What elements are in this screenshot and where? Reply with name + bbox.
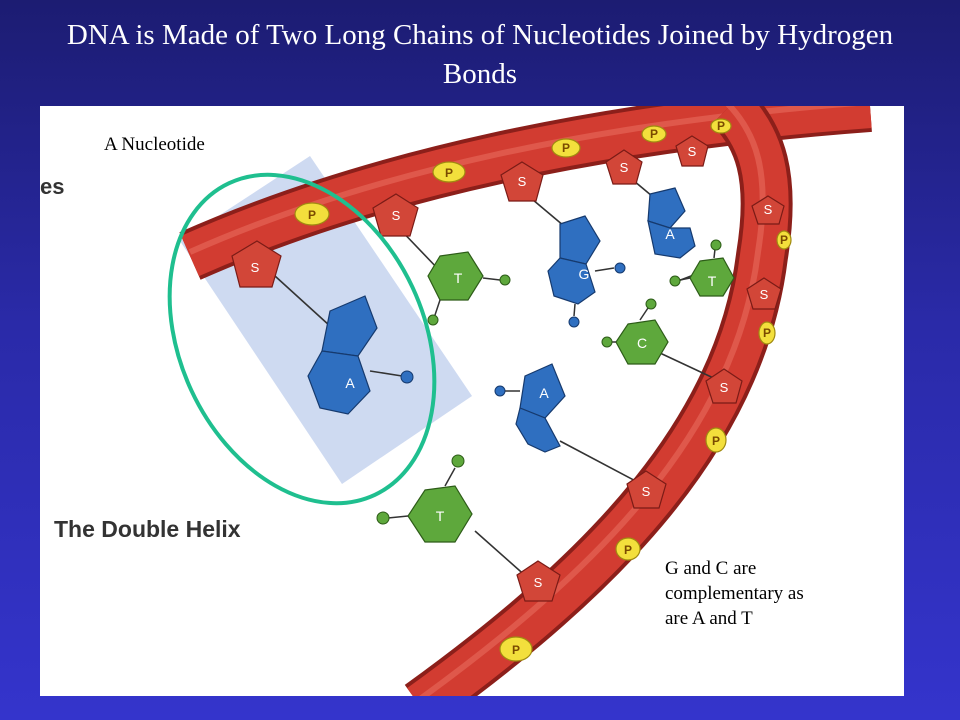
sugar-groups xyxy=(231,135,785,602)
phosphate-6 xyxy=(776,230,792,250)
sugar-3 xyxy=(500,161,544,202)
adenine-base-3 xyxy=(494,363,566,453)
sugar-letter-9: S xyxy=(642,484,651,499)
sugar-10 xyxy=(516,560,561,602)
phosphate-letter-7: P xyxy=(763,326,771,340)
sugar-letter-4: S xyxy=(620,160,629,175)
base-letters: A T G A T C A T xyxy=(345,226,716,524)
thymine-base-3 xyxy=(376,454,473,543)
phosphate-letter-2: P xyxy=(445,166,453,180)
adenine-base-highlighted xyxy=(307,295,414,415)
guanine-base xyxy=(547,215,626,328)
cytosine-base xyxy=(601,298,669,365)
dna-diagram-panel: S S S S S S S S S S P P P xyxy=(40,106,904,696)
thymine-base-1 xyxy=(427,251,511,326)
sugar-6 xyxy=(751,195,785,225)
sugar-2 xyxy=(372,193,419,237)
sugar-letter-1: S xyxy=(251,260,260,275)
sugar-1 xyxy=(231,240,282,288)
phosphate-8 xyxy=(705,427,727,453)
sugar-letter-6: S xyxy=(764,202,773,217)
phosphate-letter-6: P xyxy=(780,233,788,247)
phosphate-letters: P P P P P P P P P P xyxy=(308,119,788,657)
sugar-letters: S S S S S S S S S S xyxy=(251,144,773,590)
nucleotide-label: A Nucleotide xyxy=(104,134,205,155)
phosphate-1 xyxy=(294,202,330,226)
guanine-letter-1: G xyxy=(579,266,590,282)
thymine-base-2 xyxy=(669,239,735,297)
phosphate-letter-4: P xyxy=(650,127,658,141)
thymine-letter-3: T xyxy=(436,508,445,524)
phosphate-5 xyxy=(710,118,732,134)
adenine-letter-2: A xyxy=(665,226,675,242)
sugar-letter-10: S xyxy=(534,575,543,590)
phosphate-7 xyxy=(758,321,776,345)
phosphate-letter-3: P xyxy=(562,141,570,155)
complementary-note: G and C are complementary as are A and T xyxy=(665,558,804,629)
nucleotide-highlight-ring xyxy=(167,172,437,506)
sugar-9 xyxy=(626,470,667,509)
phosphate-letter-10: P xyxy=(512,643,520,657)
thymine-letter-1: T xyxy=(454,270,463,286)
sugar-letter-7: S xyxy=(760,287,769,302)
adenine-letter-1: A xyxy=(345,375,355,391)
phosphate-letter-9: P xyxy=(624,543,632,557)
thymine-letter-2: T xyxy=(708,273,717,289)
phosphate-3 xyxy=(551,138,581,158)
double-helix-illustration: S S S S S S S S S S P P P xyxy=(167,106,872,696)
adenine-base-2 xyxy=(647,187,696,259)
phosphate-9 xyxy=(615,537,641,561)
phosphate-groups xyxy=(294,118,792,662)
slide-title: DNA is Made of Two Long Chains of Nucleo… xyxy=(66,19,894,90)
sugar-5 xyxy=(675,135,709,167)
sugar-letter-2: S xyxy=(392,208,401,223)
sugar-letter-8: S xyxy=(720,380,729,395)
sugar-8 xyxy=(705,368,743,404)
phosphate-letter-5: P xyxy=(717,119,725,133)
book-subheading: The Double Helix xyxy=(54,516,241,542)
phosphate-letter-8: P xyxy=(712,434,720,448)
phosphate-10 xyxy=(499,636,533,662)
adenine-letter-3: A xyxy=(539,385,549,401)
sugar-letter-5: S xyxy=(688,144,697,159)
sugar-letter-3: S xyxy=(518,174,527,189)
phosphate-letter-1: P xyxy=(308,208,316,222)
sugar-4 xyxy=(605,149,643,185)
phosphate-2 xyxy=(432,161,466,183)
sugar-7 xyxy=(746,277,782,310)
phosphate-4 xyxy=(641,125,667,143)
book-partial-heading: es xyxy=(40,174,65,199)
cytosine-letter-1: C xyxy=(637,335,647,351)
